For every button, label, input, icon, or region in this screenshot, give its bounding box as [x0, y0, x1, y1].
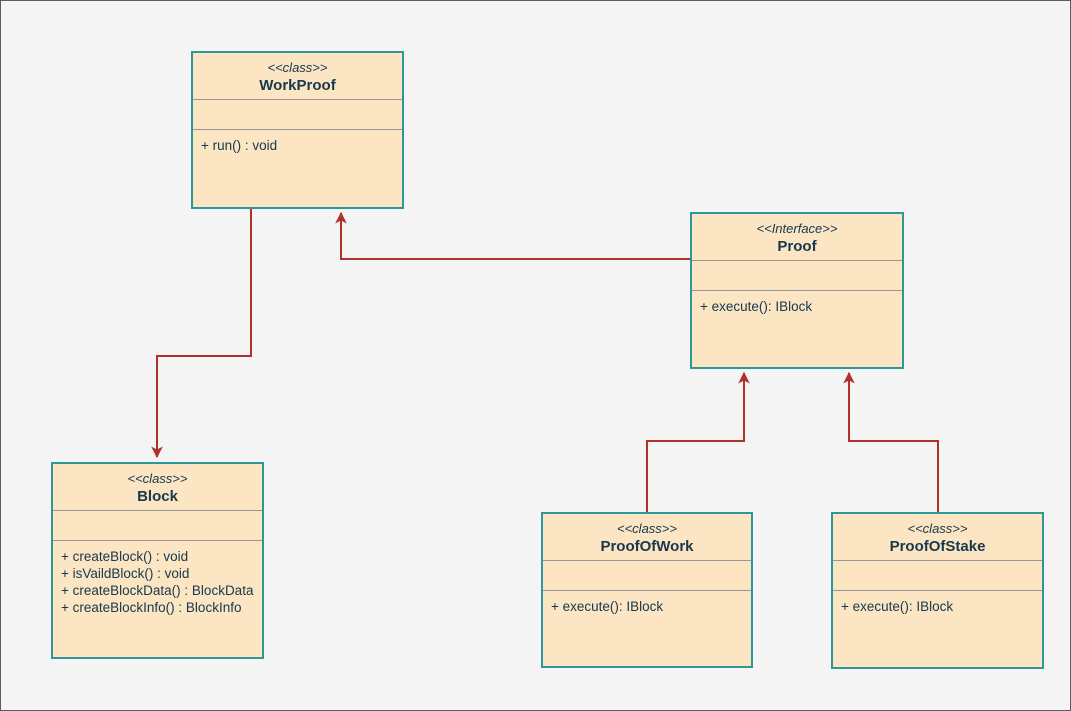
- method-item: + createBlock() : void: [61, 549, 189, 564]
- class-box-workproof[interactable]: <<class>> WorkProof + run() : void: [191, 51, 404, 209]
- class-attributes-section: [833, 560, 1042, 590]
- class-attributes-section: [193, 99, 402, 129]
- method-item: + createBlockData() : BlockData: [61, 583, 254, 598]
- class-header: <<class>> ProofOfStake: [833, 514, 1042, 560]
- method-item: + execute(): IBlock: [551, 599, 664, 614]
- class-methods-section: + createBlock() : void + isVaildBlock() …: [53, 540, 262, 657]
- class-methods-section: + run() : void: [193, 129, 402, 207]
- class-attributes-section: [53, 510, 262, 540]
- method-item: + execute(): IBlock: [841, 599, 954, 614]
- class-header: <<Interface>> Proof: [692, 214, 902, 260]
- arrow-workproof-to-block[interactable]: [151, 209, 252, 459]
- method-item: + run() : void: [201, 138, 278, 153]
- class-methods-section: + execute(): IBlock: [543, 590, 751, 666]
- class-stereotype: <<class>>: [267, 60, 328, 75]
- class-header: <<class>> ProofOfWork: [543, 514, 751, 560]
- class-name: Block: [137, 488, 178, 505]
- method-item: + isVaildBlock() : void: [61, 566, 190, 581]
- class-box-proof[interactable]: <<Interface>> Proof + execute(): IBlock: [690, 212, 904, 369]
- class-box-proofofstake[interactable]: <<class>> ProofOfStake + execute(): IBlo…: [831, 512, 1044, 669]
- class-header: <<class>> WorkProof: [193, 53, 402, 99]
- class-stereotype: <<class>>: [617, 521, 677, 536]
- class-name: Proof: [777, 238, 817, 255]
- arrow-proofofstake-to-proof[interactable]: [843, 371, 939, 512]
- class-attributes-section: [692, 260, 902, 290]
- class-header: <<class>> Block: [53, 464, 262, 510]
- arrow-proof-to-workproof[interactable]: [335, 211, 690, 260]
- class-name: ProofOfStake: [889, 538, 986, 555]
- class-attributes-section: [543, 560, 751, 590]
- class-stereotype: <<class>>: [907, 521, 968, 536]
- method-item: + execute(): IBlock: [700, 299, 813, 314]
- class-name: WorkProof: [259, 77, 336, 94]
- class-stereotype: <<Interface>>: [756, 221, 838, 236]
- class-methods-section: + execute(): IBlock: [692, 290, 902, 367]
- arrow-proofofwork-to-proof[interactable]: [646, 371, 750, 512]
- class-methods-section: + execute(): IBlock: [833, 590, 1042, 667]
- class-name: ProofOfWork: [600, 538, 694, 555]
- class-stereotype: <<class>>: [127, 471, 188, 486]
- class-box-block[interactable]: <<class>> Block + createBlock() : void +…: [51, 462, 264, 659]
- method-item: + createBlockInfo() : BlockInfo: [61, 600, 242, 615]
- class-box-proofofwork[interactable]: <<class>> ProofOfWork + execute(): IBloc…: [541, 512, 753, 668]
